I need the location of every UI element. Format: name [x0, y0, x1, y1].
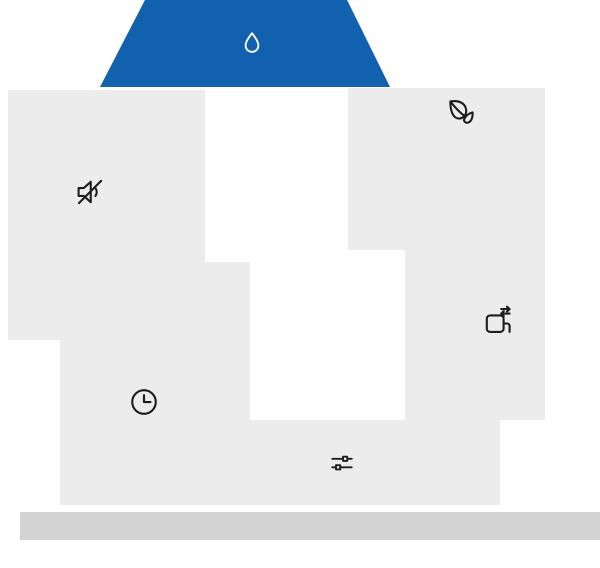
clock-icon	[131, 389, 157, 415]
tile-settings[interactable]	[205, 420, 500, 505]
water-drop-icon	[244, 31, 260, 53]
plug-sync-icon	[485, 305, 511, 333]
tile-connect[interactable]	[405, 155, 545, 420]
speaker-muted-icon	[77, 179, 103, 205]
program-banner	[100, 0, 390, 87]
leaf-icon	[449, 100, 474, 124]
sliders-icon	[331, 455, 353, 471]
bottom-bar	[20, 512, 600, 540]
